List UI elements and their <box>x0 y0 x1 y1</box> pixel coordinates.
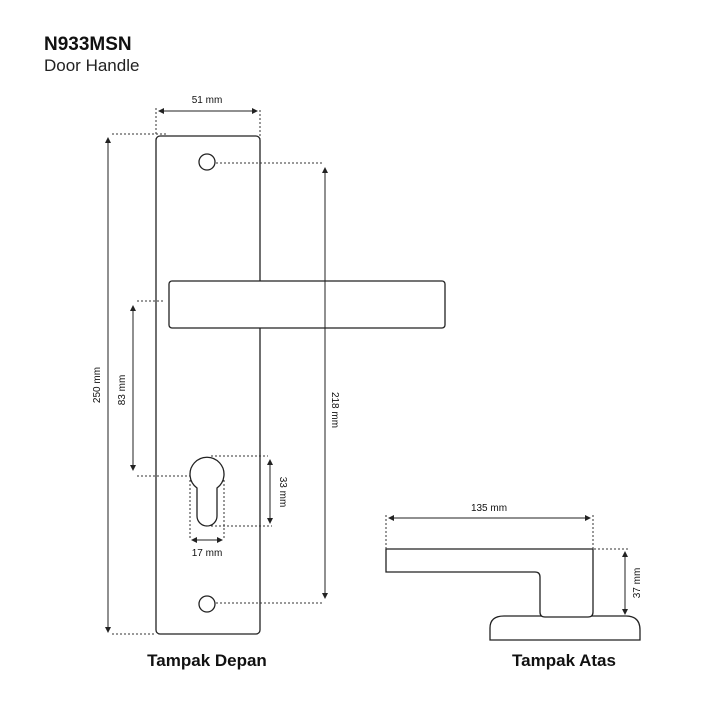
top-view: 135 mm 37 mm Tampak Atas <box>385 503 643 670</box>
cylinder-keyhole <box>189 456 225 527</box>
product-name: Door Handle <box>44 56 140 75</box>
dim-width-label: 51 mm <box>192 95 223 106</box>
top-view-title: Tampak Atas <box>512 651 616 670</box>
dim-cylinder-width-label: 17 mm <box>192 548 223 559</box>
model-number: N933MSN <box>44 34 132 55</box>
rose-base <box>489 615 641 641</box>
dim-cylinder-height-label: 33 mm <box>277 477 288 508</box>
lever-profile <box>385 548 594 618</box>
front-view: 51 mm 250 mm 218 mm 83 mm 33 mm 17 mm Ta… <box>92 95 446 670</box>
front-view-title: Tampak Depan <box>147 651 267 670</box>
dim-length-label: 135 mm <box>471 503 507 514</box>
dim-hole-spacing-label: 218 mm <box>329 392 340 428</box>
top-screw-hole <box>198 153 216 171</box>
backplate <box>155 135 261 635</box>
dim-projection-label: 37 mm <box>632 568 643 599</box>
bottom-screw-hole <box>198 595 216 613</box>
dim-height-label: 250 mm <box>92 367 103 403</box>
lever-handle <box>168 280 446 329</box>
dim-handle-cylinder-label: 83 mm <box>117 375 128 406</box>
